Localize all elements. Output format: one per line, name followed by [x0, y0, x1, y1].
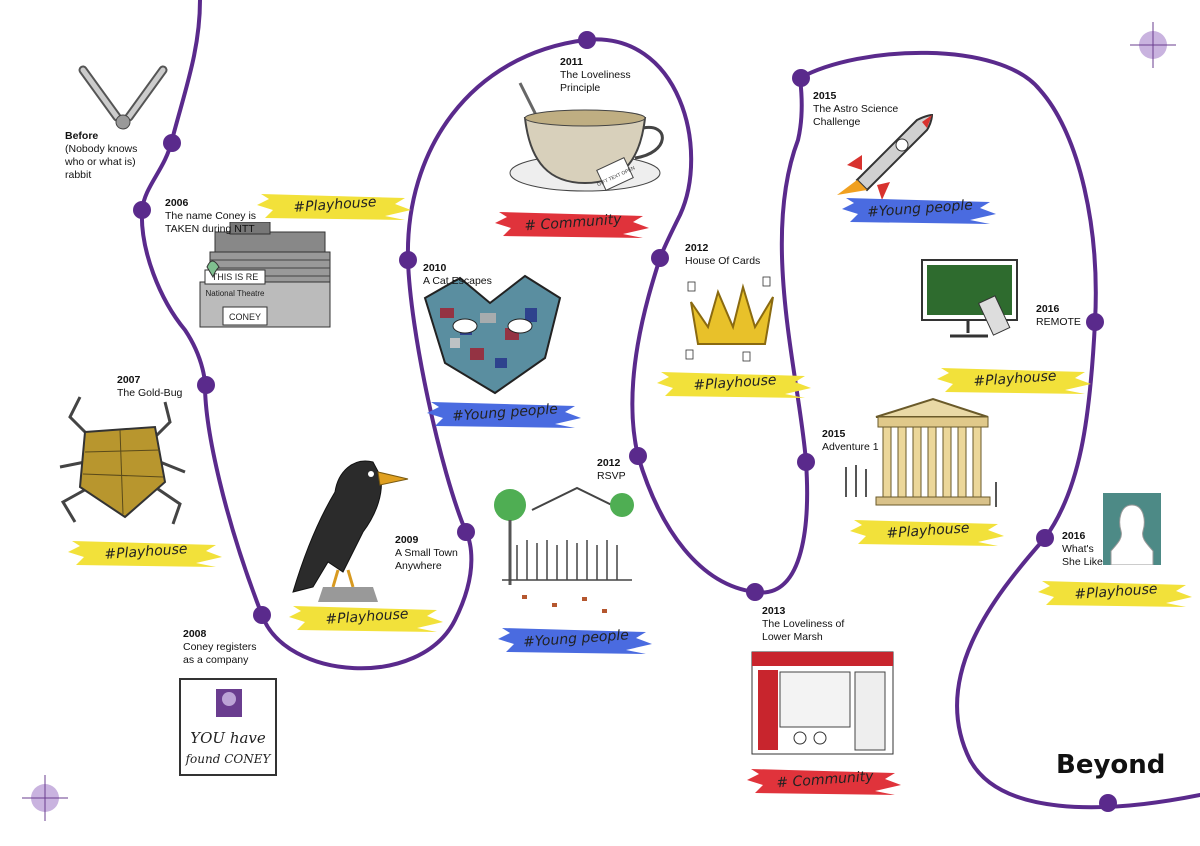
theatre-name-text: National Theatre [206, 289, 266, 298]
milestone-2006: 2006 The name Coney is TAKEN during NTT [165, 197, 256, 236]
milestone-title: Adventure 1 [822, 441, 879, 454]
tag-playhouse: #Playhouse [935, 362, 1095, 396]
theatre-sign-text: THIS IS RE [212, 272, 259, 282]
remote-monitor-illustration [920, 258, 1030, 358]
tag-community: # Community [745, 763, 905, 797]
tag-playhouse: #Playhouse [255, 188, 415, 222]
milestone-year: 2016 [1036, 303, 1081, 316]
milestone-2009: 2009 A Small Town Anywhere [395, 534, 458, 573]
national-theatre-illustration: THIS IS RE National Theatre CONEY [195, 222, 335, 332]
milestone-title: The Loveliness Principle [560, 69, 631, 95]
beyond-label: Beyond [1056, 750, 1165, 780]
crosshair-icon [1130, 22, 1176, 68]
milestone-title: REMOTE [1036, 316, 1081, 329]
tag-young-people: #Young people [425, 396, 585, 430]
milestone-title: A Small Town Anywhere [395, 547, 458, 573]
adventure-building-illustration [838, 397, 1003, 512]
rabbit-ears-icon [75, 62, 175, 132]
milestone-2010: 2010 A Cat Escapes [423, 262, 492, 288]
milestone-title: RSVP [597, 470, 626, 483]
milestone-year: 2012 [597, 457, 626, 470]
milestone-2016-shelike: 2016 What's She Like [1062, 530, 1103, 569]
tag-playhouse: #Playhouse [66, 535, 226, 569]
milestone-2012-rsvp: 2012 RSVP [597, 457, 626, 483]
rsvp-party-illustration [492, 485, 642, 625]
milestone-title: The Loveliness of Lower Marsh [762, 618, 844, 644]
tag-playhouse: #Playhouse [655, 366, 815, 400]
shopfront-illustration [750, 650, 895, 756]
milestone-2016-remote: 2016 REMOTE [1036, 303, 1081, 329]
tag-playhouse: #Playhouse [1036, 575, 1196, 609]
milestone-year: 2015 [822, 428, 879, 441]
milestone-2011: 2011 The Loveliness Principle [560, 56, 631, 95]
sign-line1: YOU have [190, 729, 266, 747]
milestone-before: Before (Nobody knows who or what is) rab… [65, 130, 137, 182]
milestone-2012-cards: 2012 House Of Cards [685, 242, 760, 268]
milestone-year: 2013 [762, 605, 844, 618]
gold-bug-illustration [55, 392, 190, 530]
milestone-title: The Gold-Bug [117, 387, 182, 400]
milestone-title: House Of Cards [685, 255, 760, 268]
milestone-title: (Nobody knows who or what is) rabbit [65, 143, 137, 182]
tag-playhouse: #Playhouse [848, 514, 1008, 548]
coney-sign-illustration: YOU have found CONEY [178, 677, 278, 777]
tag-community: # Community [493, 206, 653, 240]
milestone-title: A Cat Escapes [423, 275, 492, 288]
tag-young-people: #Young people [840, 192, 1000, 226]
milestone-title: The name Coney is TAKEN during NTT [165, 210, 256, 236]
milestone-year: 2007 [117, 374, 182, 387]
milestone-2007: 2007 The Gold-Bug [117, 374, 182, 400]
milestone-year: 2015 [813, 90, 898, 103]
crown-illustration [683, 272, 783, 362]
milestone-year: Before [65, 130, 137, 143]
milestone-2013: 2013 The Loveliness of Lower Marsh [762, 605, 844, 644]
crow-illustration [283, 452, 413, 607]
coney-sign-text: CONEY [229, 312, 261, 322]
portrait-silhouette-icon [1103, 493, 1161, 565]
sign-line2: found CONEY [185, 752, 272, 766]
teacup-illustration: GIFT TEXT OPEN [505, 78, 670, 203]
tag-young-people: #Young people [496, 622, 656, 656]
milestone-year: 2006 [165, 197, 256, 210]
milestone-year: 2009 [395, 534, 458, 547]
milestone-year: 2008 [183, 628, 257, 641]
milestone-title: What's She Like [1062, 543, 1103, 569]
milestone-2015-astro: 2015 The Astro Science Challenge [813, 90, 898, 129]
crosshair-icon [22, 775, 68, 821]
tag-playhouse: #Playhouse [287, 600, 447, 634]
milestone-title: The Astro Science Challenge [813, 103, 898, 129]
milestone-2015-adventure: 2015 Adventure 1 [822, 428, 879, 454]
milestone-2008: 2008 Coney registers as a company [183, 628, 257, 667]
milestone-year: 2012 [685, 242, 760, 255]
milestone-title: Coney registers as a company [183, 641, 257, 667]
milestone-year: 2011 [560, 56, 631, 69]
milestone-year: 2010 [423, 262, 492, 275]
milestone-year: 2016 [1062, 530, 1103, 543]
